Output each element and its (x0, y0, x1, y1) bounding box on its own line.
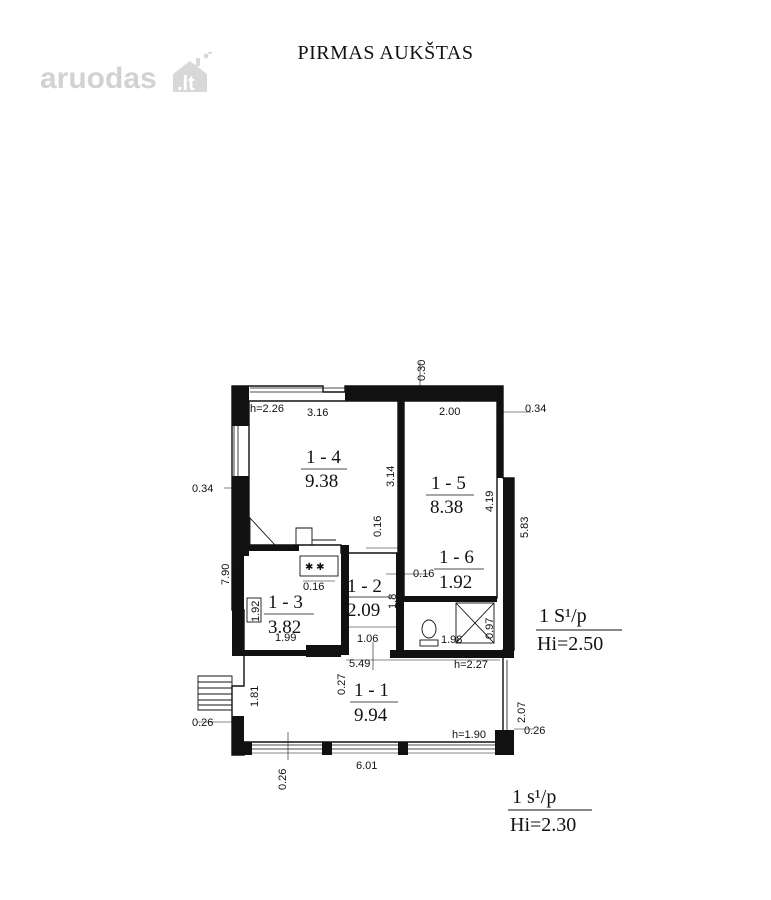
dim-room3-height: 1.92 (250, 601, 262, 622)
dim-partition-a: 0.16 (372, 516, 384, 537)
legend-upper-label: 1 S¹/p (539, 605, 587, 627)
dim-room2-width: 1.06 (357, 633, 378, 645)
dim-wall-027: 0.27 (336, 674, 348, 695)
room-id-1-6: 1 - 6 (439, 547, 474, 568)
room-area-1-6: 1.92 (439, 572, 472, 593)
dim-top-wall: 0.30 (416, 360, 428, 381)
room-id-1-1: 1 - 1 (354, 680, 389, 701)
logo-text-main: aruodas (40, 62, 157, 95)
dim-room4-width: 3.16 (307, 407, 328, 419)
dim-left-wall: 0.34 (192, 483, 213, 495)
legend-upper-value: Hi=2.50 (537, 633, 603, 655)
room-labels: 1 - 4 9.38 1 - 5 8.38 1 - 6 1.92 1 - 2 2… (264, 447, 484, 726)
dimension-texts: 0.30 3.16 h=2.26 2.00 0.34 3.14 0.34 4.1… (192, 360, 546, 790)
dim-bottom-wall: 0.26 (277, 769, 289, 790)
dim-partition-c: 0.16 (413, 568, 434, 580)
legend-upper: 1 S¹/p Hi=2.50 (536, 605, 622, 655)
room-area-1-5: 8.38 (430, 497, 463, 518)
dim-stair-wall: 0.26 (192, 717, 213, 729)
windows (233, 387, 508, 750)
dim-room2-side: 1.8 (387, 594, 399, 609)
dim-room6-width: 1.98 (441, 634, 462, 646)
room-area-1-4: 9.38 (305, 471, 338, 492)
dim-partition-b: 0.16 (303, 581, 324, 593)
room-area-1-2: 2.09 (347, 600, 380, 621)
house-icon (173, 52, 212, 92)
dim-room1-height: 1.81 (249, 686, 261, 707)
dim-right-lower: 2.07 (516, 702, 528, 723)
legend-lower-label: 1 s¹/p (512, 786, 556, 808)
aruodas-logo: aruodas .lt (40, 52, 212, 95)
dimension-lines (197, 362, 534, 760)
toilet-icon (419, 619, 439, 647)
dim-room6-height: 0.97 (484, 618, 496, 639)
kitchen-stove-icon: ✱ ✱ (246, 555, 339, 623)
plan-title: PIRMAS AUKŠTAS (297, 42, 474, 64)
legend-lower-value: Hi=2.30 (510, 814, 576, 836)
wall-fills (232, 386, 514, 755)
room-area-1-1: 9.94 (354, 705, 388, 726)
room-id-1-4: 1 - 4 (306, 447, 341, 468)
dim-right-lower-wall: 0.26 (524, 725, 545, 737)
dim-total-width: 6.01 (356, 760, 377, 772)
dim-room5-width: 2.00 (439, 406, 460, 418)
dim-room4-h: h=2.26 (250, 403, 284, 415)
dim-room6-h: h=2.27 (454, 659, 488, 671)
room-id-1-5: 1 - 5 (431, 473, 466, 494)
dim-room1-h: h=1.90 (452, 729, 486, 741)
dim-inner-length: 5.49 (349, 658, 370, 670)
room-area-1-3: 3.82 (268, 617, 301, 638)
svg-text:✱ ✱: ✱ ✱ (305, 562, 325, 573)
dim-room4-height: 3.14 (385, 466, 397, 487)
dim-total-height: 7.90 (220, 564, 232, 585)
dim-room5-height: 4.19 (484, 491, 496, 512)
dim-room3-width: 1.99 (275, 632, 296, 644)
dim-right-height: 5.83 (519, 517, 531, 538)
dim-right-wall: 0.34 (525, 403, 546, 415)
logo-text-tld: .lt (177, 73, 195, 95)
entrance-steps (197, 675, 233, 711)
room-id-1-2: 1 - 2 (347, 576, 382, 597)
room-id-1-3: 1 - 3 (268, 592, 303, 613)
legend-lower: 1 s¹/p Hi=2.30 (508, 786, 592, 836)
stove-icon (249, 516, 336, 546)
shower-icon (455, 602, 495, 644)
